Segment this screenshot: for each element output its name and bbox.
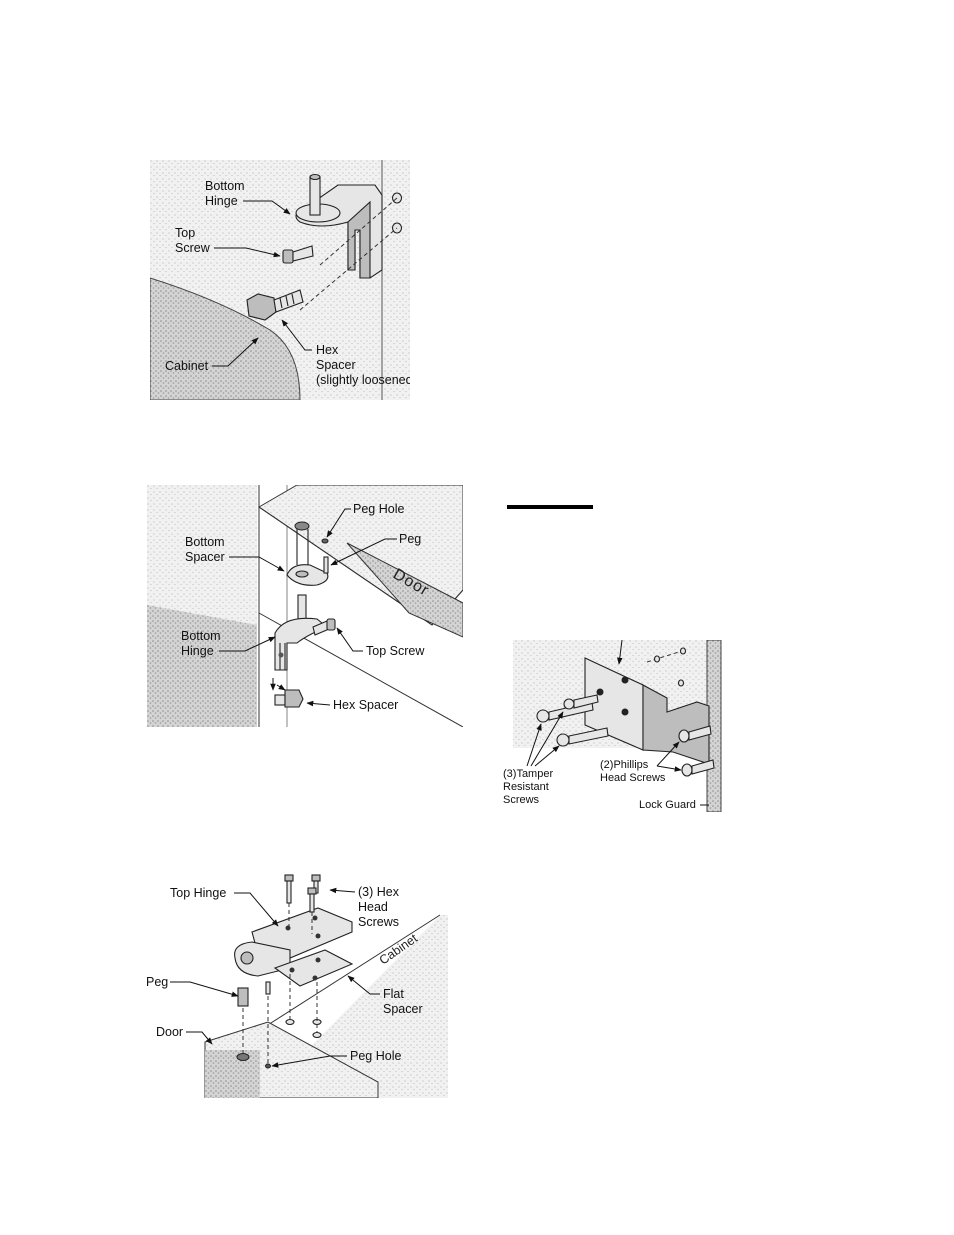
label-top-screw: Top Screw (366, 644, 425, 658)
label-hex-spacer-l2: Spacer (316, 358, 356, 372)
label-hex-spacer-l3: (slightly loosened) (316, 373, 410, 387)
label-flat-spacer-l1: Flat (383, 987, 404, 1001)
label-phillips-l2: Head Screws (600, 772, 666, 784)
label-hex-spacer: Hex Spacer (333, 698, 398, 712)
label-peg: Peg (146, 975, 168, 989)
figure-bottom-spacer-door: Door Peg Hole (147, 485, 463, 727)
label-hex-spacer-l1: Hex (316, 343, 339, 357)
label-peg-hole: Peg Hole (350, 1049, 401, 1063)
label-tamper-l1: (3)Tamper (503, 768, 553, 780)
label-bottom-hinge-l2: Hinge (205, 194, 238, 208)
label-top-screw-l1: Top (175, 226, 195, 240)
label-tamper-l3: Screws (503, 794, 540, 806)
bottom-spacer-hole (295, 522, 309, 530)
figure-1-illustration: Bottom Hinge Top Screw Cabinet Hex Space… (150, 160, 410, 400)
label-hex-head-l3: Screws (358, 915, 399, 929)
figure-3-illustration: (3)Tamper Resistant Screws (2)Phillips H… (497, 640, 723, 812)
label-bottom-hinge-l2: Hinge (181, 644, 214, 658)
label-bottom-hinge-l1: Bottom (205, 179, 245, 193)
label-phillips-l1: (2)Phillips (600, 759, 649, 771)
washer-top (393, 193, 402, 203)
peg-part (238, 988, 248, 1006)
figure-lock-guard: (3)Tamper Resistant Screws (2)Phillips H… (497, 640, 723, 812)
figure-bottom-hinge-hex-spacer: Bottom Hinge Top Screw Cabinet Hex Space… (150, 160, 410, 400)
label-tamper-l2: Resistant (503, 781, 549, 793)
figure-4-illustration: Cabinet (140, 870, 448, 1098)
section-rule (507, 505, 593, 509)
figure-2-illustration: Door Peg Hole (147, 485, 463, 727)
label-top-screw-l2: Screw (175, 241, 211, 255)
peg-hole-mark (322, 539, 328, 543)
label-cabinet: Cabinet (165, 359, 209, 373)
door-block-front (205, 1050, 260, 1098)
figure-top-hinge-flat-spacer: Cabinet (140, 870, 448, 1098)
label-hex-head-l2: Head (358, 900, 388, 914)
label-top-hinge: Top Hinge (170, 886, 226, 900)
door-hole (237, 1054, 249, 1061)
label-peg-hole: Peg Hole (353, 502, 404, 516)
label-bottom-spacer-l1: Bottom (185, 535, 225, 549)
label-bottom-spacer-l2: Spacer (185, 550, 225, 564)
label-flat-spacer-l2: Spacer (383, 1002, 423, 1016)
label-hex-head-l1: (3) Hex (358, 885, 400, 899)
door-peg-hole (266, 1064, 271, 1068)
label-door: Door (156, 1025, 183, 1039)
cabinet-shadow (147, 605, 257, 727)
label-lock-guard: Lock Guard (639, 799, 696, 811)
label-bottom-hinge-l1: Bottom (181, 629, 221, 643)
label-peg: Peg (399, 532, 421, 546)
